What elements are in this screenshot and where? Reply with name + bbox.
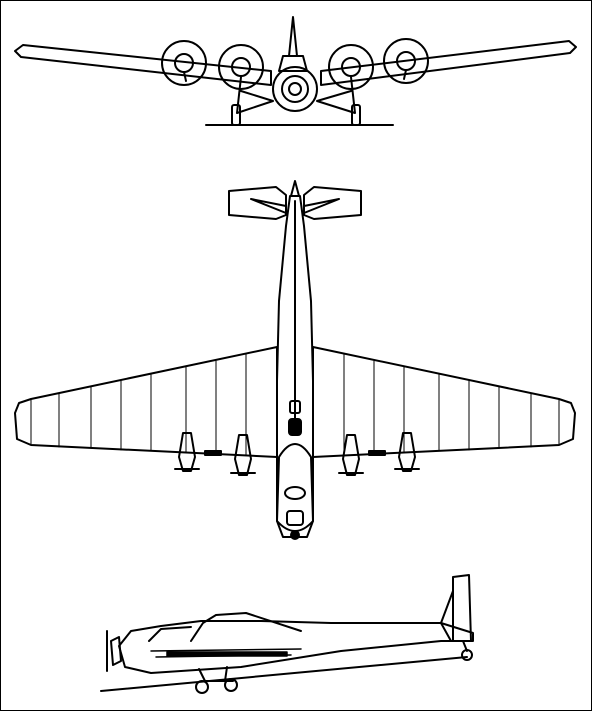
front-left-wheel: [231, 104, 241, 126]
front-left-gear-struts: [236, 76, 274, 114]
side-view: [100, 574, 474, 694]
front-fin: [288, 16, 298, 57]
top-elevator-lines: [250, 198, 340, 214]
side-canopy: [190, 612, 302, 642]
front-prop-disc-4: [383, 38, 429, 84]
front-fuselage: [272, 66, 318, 112]
top-nose-canopy: [284, 486, 306, 500]
top-view: [14, 180, 576, 540]
top-nose-engine: [286, 510, 304, 526]
front-nose-engine: [281, 75, 309, 103]
front-right-wheel: [351, 104, 361, 126]
top-nose-section: [276, 443, 314, 532]
side-nose-top: [148, 626, 192, 642]
front-right-wing: [320, 40, 577, 86]
front-nose-hub: [288, 82, 302, 96]
front-engine-2: [231, 57, 251, 77]
side-ground-line: [100, 656, 468, 692]
front-left-wing: [14, 44, 272, 86]
top-right-tailplane: [303, 186, 362, 220]
front-prop-disc-2: [218, 44, 264, 90]
top-fin: [290, 180, 300, 197]
front-strut-1: [183, 71, 187, 82]
top-left-tailplane: [228, 186, 287, 220]
front-prop-disc-1: [161, 40, 207, 86]
front-engine-3: [341, 57, 361, 77]
top-nose-hub: [290, 530, 300, 540]
front-strut-4: [403, 69, 407, 80]
top-wing-marks: [204, 450, 386, 456]
side-nose-engine: [110, 636, 122, 666]
front-prop-disc-3: [328, 44, 374, 90]
top-right-wing: [312, 346, 576, 458]
top-fuselage: [276, 195, 314, 538]
top-cockpit-detail: [288, 400, 302, 436]
side-gear-struts: [198, 666, 234, 682]
front-view: [14, 16, 577, 126]
top-wing-ribs: [30, 353, 560, 456]
top-engine-nacelles: [174, 432, 420, 476]
side-fuselage: [118, 620, 474, 674]
side-fuselage-panels: [150, 648, 302, 658]
front-right-gear-struts: [316, 76, 356, 114]
side-tail-wheel-strut: [462, 640, 468, 652]
side-wheel-2: [224, 678, 238, 692]
side-wheel-1: [195, 680, 209, 694]
